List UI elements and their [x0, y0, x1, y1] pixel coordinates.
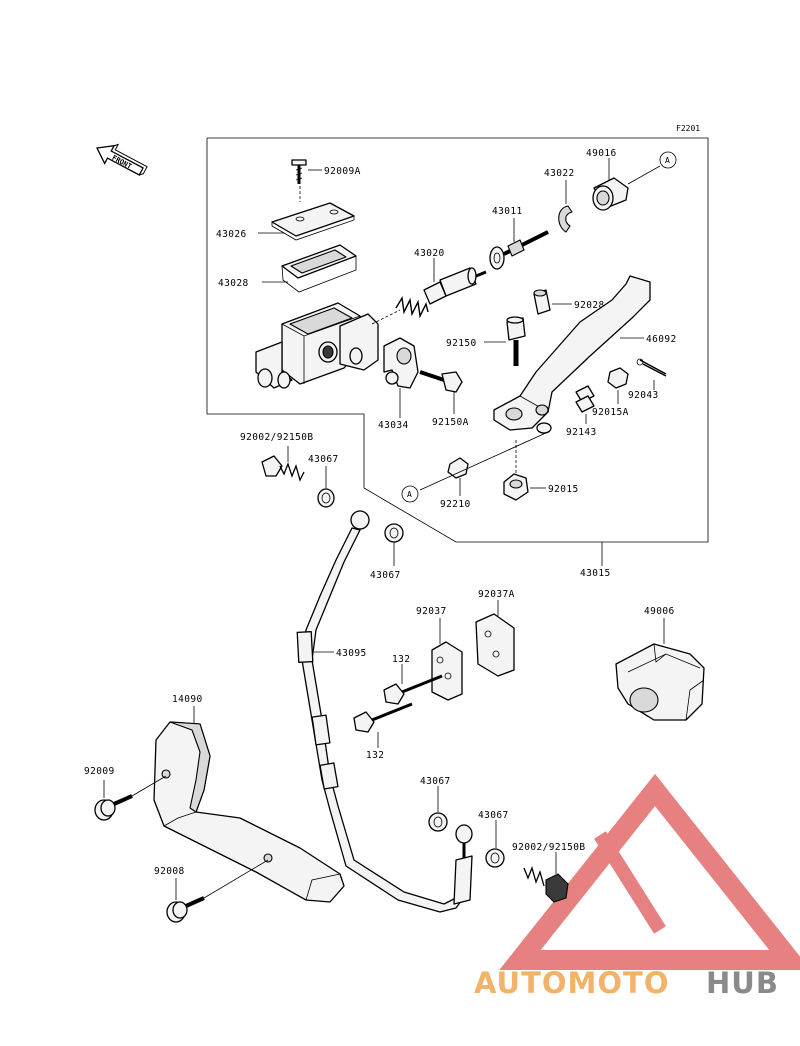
bolt-92150A	[419, 370, 463, 393]
label-92028: 92028	[574, 300, 605, 311]
master-cylinder-body	[255, 302, 379, 389]
label-92015: 92015	[548, 484, 579, 495]
watermark-brand-text: AUTOMOTO HUB	[474, 966, 779, 1000]
label-92150: 92150	[446, 338, 477, 349]
pivot-bolt-92150	[506, 316, 526, 366]
assembly-frame	[206, 137, 709, 543]
pin-92028	[533, 289, 551, 315]
label-43011: 43011	[492, 206, 523, 217]
bolt-92008	[166, 896, 205, 923]
label-92015A: 92015A	[592, 407, 629, 418]
label-14090: 14090	[172, 694, 203, 705]
circlip-43022	[558, 205, 573, 233]
washer-43067-a	[317, 488, 335, 508]
label-46092: 46092	[646, 334, 677, 345]
label-43028: 43028	[218, 278, 249, 289]
label-43015: 43015	[580, 568, 611, 579]
label-92009: 92009	[84, 766, 115, 777]
label-49016: 49016	[586, 148, 617, 159]
label-92008: 92008	[154, 866, 185, 877]
dust-boot-49016	[592, 177, 629, 211]
bolt-132-a	[383, 674, 443, 705]
label-92210: 92210	[440, 499, 471, 510]
watermark-logo-triangle	[499, 773, 800, 970]
nut-92210	[447, 457, 469, 479]
nut-92015	[503, 473, 529, 501]
push-rod-43011	[489, 230, 549, 270]
label-49006: 49006	[644, 606, 675, 617]
label-92009A: 92009A	[324, 166, 361, 177]
label-43067-b: 43067	[370, 570, 401, 581]
label-92037: 92037	[416, 606, 447, 617]
callout-a-bottom	[401, 485, 419, 503]
clutch-lever-46092	[493, 275, 651, 434]
hose-bracket-92037A	[475, 613, 515, 677]
label-43020: 43020	[414, 248, 445, 259]
bolt-132-b	[353, 702, 413, 733]
label-132-b: 132	[366, 750, 384, 761]
washer-43067-b	[384, 523, 404, 543]
label-92150A: 92150A	[432, 417, 469, 428]
adjuster-92143	[575, 385, 595, 413]
screw-92009A	[291, 159, 307, 184]
label-43034: 43034	[378, 420, 409, 431]
svg-text:HUB: HUB	[706, 966, 779, 1000]
label-43067-a: 43067	[308, 454, 339, 465]
diagram-code: F2201	[676, 124, 700, 133]
label-43067-d: 43067	[478, 810, 509, 821]
front-arrow-icon: FRONT	[96, 143, 148, 176]
label-43022: 43022	[544, 168, 575, 179]
label-92043: 92043	[628, 390, 659, 401]
svg-text:AUTOMOTO: AUTOMOTO	[474, 966, 669, 1000]
bolt-92009	[94, 794, 133, 821]
label-92037A: 92037A	[478, 589, 515, 600]
label-92002-92150B-top: 92002/92150B	[240, 432, 313, 443]
banjo-bolt-top-92002-92150B	[261, 455, 305, 482]
svg-text:A: A	[665, 156, 670, 165]
clutch-hose-43095	[296, 510, 473, 913]
callout-a-top	[659, 151, 677, 169]
cotter-pin-92043	[636, 358, 667, 377]
guard-14090	[153, 721, 345, 903]
label-132-a: 132	[392, 654, 410, 665]
clamp-43034	[383, 337, 419, 389]
washer-43067-d	[485, 848, 505, 868]
label-92143: 92143	[566, 427, 597, 438]
nut-92015A	[607, 367, 629, 389]
cover-49006	[615, 643, 705, 721]
label-43067-c: 43067	[420, 776, 451, 787]
reservoir-cap-43026	[271, 202, 355, 237]
piston-spring-43020	[395, 267, 487, 319]
label-92002-92150B-bottom: 92002/92150B	[512, 842, 585, 853]
svg-text:A: A	[407, 490, 412, 499]
banjo-bolt-bottom-92002-92150B	[523, 865, 569, 903]
label-43026: 43026	[216, 229, 247, 240]
hose-bracket-92037	[431, 641, 463, 701]
label-43095: 43095	[336, 648, 367, 659]
washer-43067-c	[428, 812, 448, 832]
